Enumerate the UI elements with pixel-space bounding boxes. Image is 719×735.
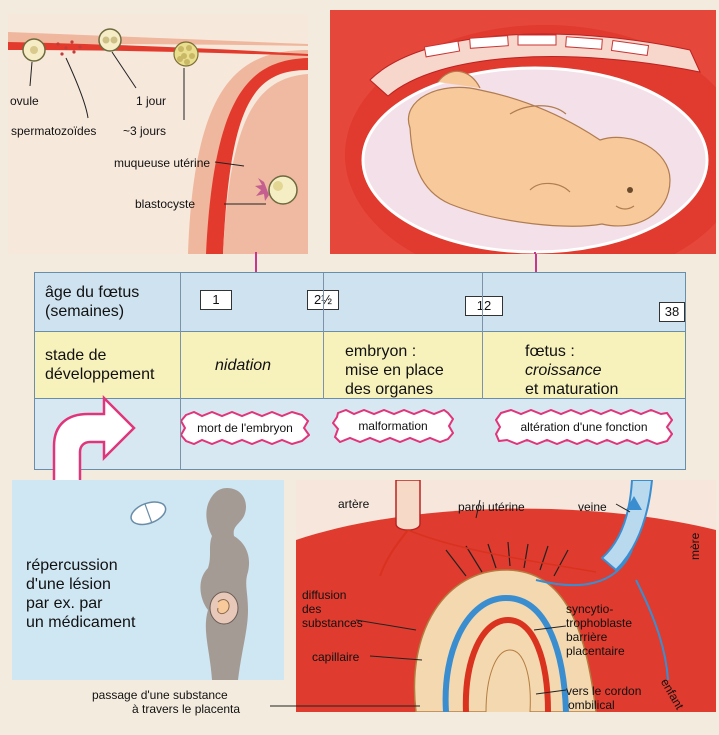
diffusion-label-1: diffusion: [302, 588, 346, 602]
stage-header: stade de développement: [45, 346, 175, 384]
col-divider-3: [482, 273, 483, 399]
col-divider-2: [323, 273, 324, 399]
development-table: âge du fœtus (semaines) 1 2½ 12 38 stade…: [34, 272, 686, 470]
consequence-row: mort de l'embryon malformation altératio…: [35, 399, 685, 469]
veine-label: veine: [578, 500, 607, 514]
stage-foetus-1: fœtus :: [525, 342, 575, 361]
paroi-label: paroi utérine: [458, 500, 525, 514]
badge-malformation: malformation: [332, 409, 454, 443]
lesion-text-4: un médicament: [26, 613, 135, 632]
syncytio-label-2: trophoblaste: [566, 616, 632, 630]
spermatozoides-label: spermatozoïdes: [11, 124, 96, 138]
day1-label: 1 jour: [136, 94, 166, 108]
stage-foetus-3: et maturation: [525, 380, 618, 399]
caption-line-1: passage d'une substance: [92, 688, 228, 702]
stage-embryon-1: embryon :: [345, 342, 416, 361]
stage-row: stade de développement nidation embryon …: [35, 332, 685, 399]
blastocyste-label: blastocyste: [135, 197, 195, 211]
stage-embryon-3: des organes: [345, 380, 433, 399]
lesion-text-3: par ex. par: [26, 594, 102, 613]
age-header: âge du fœtus (semaines): [45, 283, 165, 321]
age-mark-1: 1: [200, 290, 232, 310]
ovule-label: ovule: [10, 94, 39, 108]
badge-alteration-label: altération d'une fonction: [495, 409, 673, 445]
age-row: âge du fœtus (semaines) 1 2½ 12 38: [35, 273, 685, 332]
stage-embryon-2: mise en place: [345, 361, 444, 380]
nidation-panel: ovule spermatozoïdes 1 jour ~3 jours muq…: [8, 14, 308, 254]
mere-label: mère: [688, 533, 702, 560]
syncytio-label-4: placentaire: [566, 644, 625, 658]
lesion-text-2: d'une lésion: [26, 575, 111, 594]
syncytio-label-3: barrière: [566, 630, 607, 644]
placenta-illustration: [296, 480, 716, 712]
lesion-panel: répercussion d'une lésion par ex. par un…: [12, 480, 284, 680]
diffusion-label-3: substances: [302, 616, 363, 630]
cordon-label-2: ombilical: [568, 698, 615, 712]
caption-line-2: à travers le placenta: [132, 702, 240, 716]
diffusion-label-2: des: [302, 602, 321, 616]
fetus-illustration: [330, 10, 716, 254]
syncytio-label-1: syncytio-: [566, 602, 613, 616]
age-mark-4: 38: [659, 302, 685, 322]
badge-mort-label: mort de l'embryon: [180, 411, 310, 445]
badge-mort-embryon: mort de l'embryon: [180, 411, 310, 445]
lesion-text-1: répercussion: [26, 556, 118, 575]
badge-malformation-label: malformation: [332, 409, 454, 443]
badge-alteration: altération d'une fonction: [495, 409, 673, 445]
capillaire-label: capillaire: [312, 650, 359, 664]
cordon-label-1: vers le cordon: [566, 684, 641, 698]
placenta-panel: artère paroi utérine veine mère enfant d…: [296, 480, 716, 712]
fetus-panel: [330, 10, 716, 254]
stage-nidation: nidation: [215, 356, 271, 375]
day3-label: ~3 jours: [123, 124, 166, 138]
muqueuse-label: muqueuse utérine: [114, 156, 210, 170]
stage-foetus-2: croissance: [525, 361, 601, 380]
age-mark-3: 12: [465, 296, 503, 316]
col-divider-1: [180, 273, 181, 469]
artere-label: artère: [338, 497, 369, 511]
